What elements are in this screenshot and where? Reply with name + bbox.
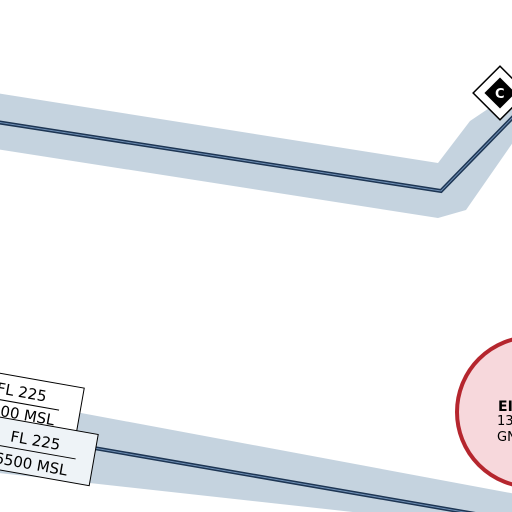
airport-marker[interactable]: EI 13 GN [455,337,512,487]
airport-info-line-2: GN [497,430,512,445]
upper-route-corridor [0,92,512,218]
airport-info-line-1: 13 [497,414,512,429]
airport-circle-icon [455,337,512,487]
upper-route-line-core [0,117,512,192]
airport-code: EI [498,399,512,415]
lower-route-corridor [0,397,512,512]
upper-route[interactable] [0,90,512,218]
waypoint-inner-square [484,77,512,109]
waypoint-letter: C [495,87,505,102]
altitude-divider [0,396,60,411]
altitude-divider [0,444,76,460]
waypoint-marker[interactable]: C [472,65,512,121]
altitude-label-box [0,413,99,487]
